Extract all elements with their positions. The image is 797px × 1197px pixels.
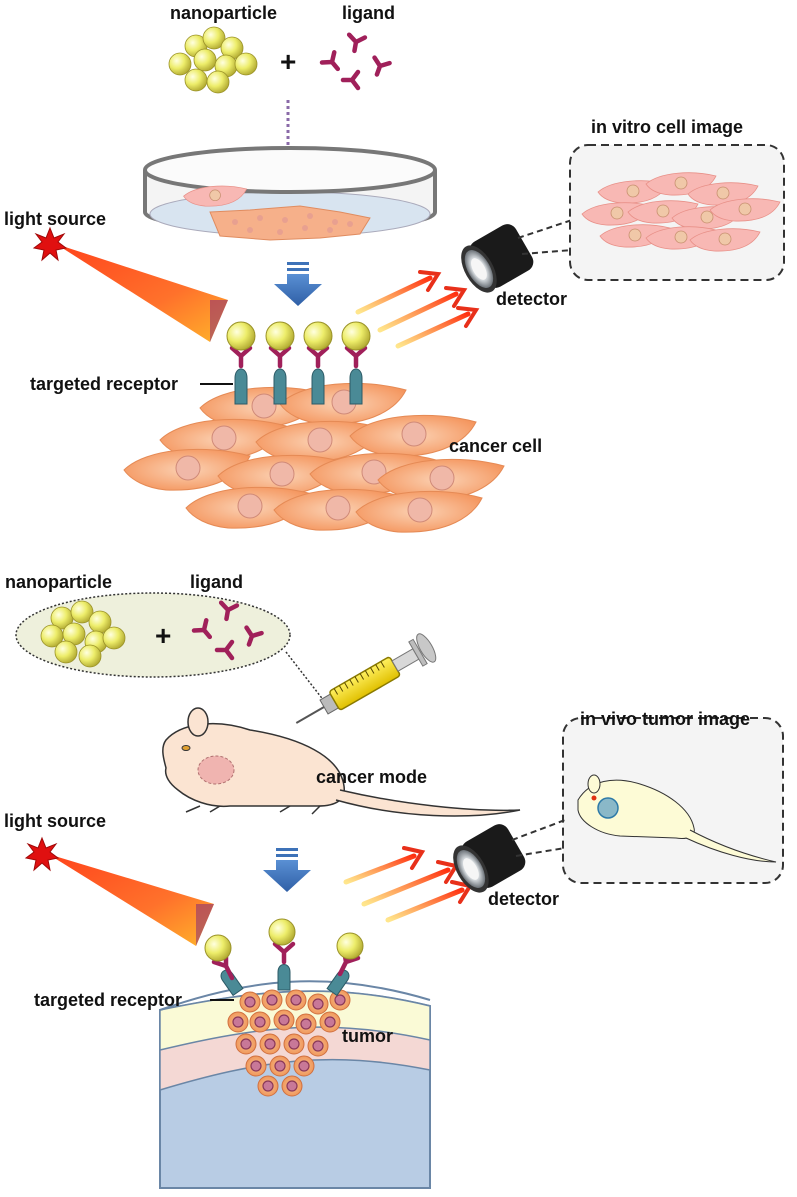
nanoparticle [54, 640, 78, 664]
bound-probes-bottom [204, 918, 364, 1001]
ligand [322, 52, 344, 74]
tumor-cell [307, 993, 329, 1015]
tumor-cell [269, 1055, 291, 1077]
tumor-cell [319, 1011, 341, 1033]
detector-bottom [453, 819, 566, 893]
nanoparticle [78, 644, 102, 668]
syringe [295, 633, 437, 724]
tumor-cell [249, 1011, 271, 1033]
tumor-cell [257, 1075, 279, 1097]
in-vivo-inset [562, 717, 784, 884]
nanoparticle-label-top: nanoparticle [170, 3, 278, 23]
nanoparticle-cluster-top [168, 26, 258, 94]
plus-sign-top: + [280, 46, 297, 77]
in-vivo-title: in vivo tumor image [580, 709, 751, 729]
tumor-cell [227, 1011, 249, 1033]
nanoparticle-label-bottom: nanoparticle [5, 572, 113, 592]
light-source-icon [33, 227, 67, 261]
bound-probes-top [200, 321, 371, 405]
light-source-icon [25, 837, 59, 871]
receptor-label-top: targeted receptor [30, 374, 179, 394]
nanoparticle [168, 52, 192, 76]
nanoparticle [193, 48, 217, 72]
tumor-cell [273, 1009, 295, 1031]
ellipse-pointer [285, 651, 329, 707]
petri-dish [143, 146, 437, 241]
in-vitro-title: in vitro cell image [591, 117, 744, 137]
tumor-cell [307, 1035, 329, 1057]
emission-rays-top [355, 270, 480, 349]
probe-mixture-ellipse [15, 592, 291, 678]
mouse-model [162, 707, 521, 817]
light-source-label-top: light source [4, 209, 107, 229]
ligand-label-top: ligand [342, 3, 395, 23]
nanoparticle [102, 626, 126, 650]
in-vitro-inset [569, 144, 785, 281]
ligand-label-bottom: ligand [190, 572, 243, 592]
cancer-cell-label: cancer cell [449, 436, 543, 456]
tumor-cell [285, 989, 307, 1011]
nanoparticle [206, 70, 230, 94]
detector-label-top: detector [496, 289, 568, 309]
emission-rays-bottom [343, 846, 474, 923]
detector-label-bottom: detector [488, 889, 560, 909]
nanoparticle [184, 68, 208, 92]
tumor-label: tumor [342, 1026, 393, 1046]
tumor-cell [245, 1055, 267, 1077]
ligand-group-top [322, 35, 390, 88]
tumor-cell [293, 1055, 315, 1077]
tumor-cell [261, 989, 283, 1011]
light-source-top [33, 227, 228, 342]
tumor-cell [239, 991, 261, 1013]
tumor-cell [259, 1033, 281, 1055]
cancer-model-label: cancer mode [316, 767, 428, 787]
dish-cell-layer [209, 205, 371, 241]
ligand [369, 58, 389, 78]
ligand [347, 35, 365, 53]
light-source-label-bottom: light source [4, 811, 107, 831]
receptor-label-bottom: targeted receptor [34, 990, 183, 1010]
blue-arrow-bottom [263, 848, 311, 892]
light-source-bottom [25, 837, 214, 946]
blue-arrow-top [274, 262, 322, 306]
tumor-cell [283, 1033, 305, 1055]
nanoparticle [234, 52, 258, 76]
tumor-cell [235, 1033, 257, 1055]
cancer-cell-sheet [123, 382, 505, 533]
plus-sign-bottom: + [155, 620, 172, 651]
tumor-cell [281, 1075, 303, 1097]
tumor-cell [295, 1013, 317, 1035]
ligand [343, 72, 358, 88]
detector-top [461, 219, 573, 293]
